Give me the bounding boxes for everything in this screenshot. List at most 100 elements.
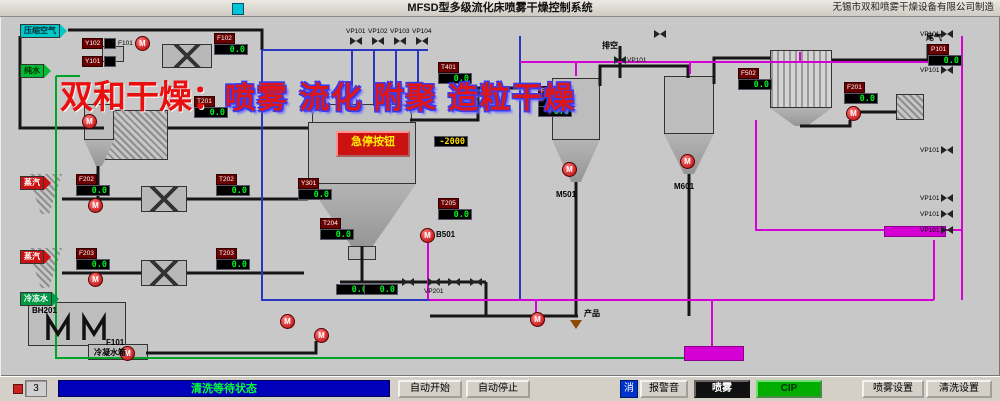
valve-label: VP101 [920,226,940,234]
label-尾气: 尾气 [926,33,942,42]
valve-icon [940,226,953,235]
pump-icon: M [530,312,545,327]
valve-vp101[interactable]: VP101 [920,226,953,235]
valve-label: VP101 [920,146,940,154]
title-bar: MFSD型多级流化床喷雾干燥控制系统 无锡市双和喷雾干燥设备有限公司制造 [0,0,1000,17]
display-label: F501 [538,86,559,97]
spray-settings-button[interactable]: 喷雾设置 [862,380,924,398]
valve-label: VP201 [424,288,444,295]
stream-label-1: 纯水 [20,64,51,78]
valve-icon [448,278,460,287]
valve-icon [393,37,406,46]
valve-icon [470,278,482,287]
cip-button[interactable]: CIP [756,380,822,398]
stream-arrow-icon [44,64,51,78]
stream-label-2: 蒸汽 [20,176,51,190]
display-label: F201 [844,82,865,93]
label-M601: M601 [674,182,695,191]
valve-vp101[interactable]: VP101 [920,210,953,219]
display-value: 0.0 [844,93,878,104]
valve-vp102[interactable]: VP102 [368,28,388,46]
display-value [104,56,117,67]
valve-icon [940,194,953,203]
pump[interactable]: M [420,228,435,243]
pump-icon: M [846,106,861,121]
pump-icon: M [314,328,329,343]
pump-icon: M [88,272,103,287]
pump-icon: M [134,36,150,51]
spray-button[interactable]: 喷雾 [694,380,750,398]
display: 0.0 [364,284,398,295]
valve[interactable] [654,30,667,39]
pump[interactable]: M [280,314,295,329]
pump[interactable]: M [88,198,103,213]
valve-label: VP101 [346,28,366,35]
alarm-sound-button[interactable]: 报警音 [640,380,688,398]
display-value: -2000 [434,136,468,147]
mute-button[interactable]: 消 [620,380,638,398]
display-value: 0.0 [364,284,398,295]
auto-stop-button[interactable]: 自动停止 [466,380,530,398]
display-label: Y301 [298,178,320,189]
stream-label-4: 冷冻水 [20,292,59,306]
bag-filter [770,50,832,108]
pump-icon: M [82,114,97,129]
label-M501: M501 [556,190,577,199]
pump[interactable]: M [562,162,577,177]
valve-icon [940,210,953,219]
display-value: 0.0 [928,55,962,66]
valve-vp101[interactable]: VP101 [920,30,953,39]
pump[interactable]: M [82,114,97,129]
stream-label-text: 冷冻水 [20,292,52,306]
stream-label-text: 压缩空气 [20,24,60,38]
valve-vp101[interactable]: VP101 [346,28,366,46]
stream-label-text: 纯水 [20,64,44,78]
stream-label-text: 蒸汽 [20,250,44,264]
pump-icon: M [280,314,295,329]
valve-vp101[interactable]: VP101 [920,66,953,75]
status-bar: 清洗等待状态 [58,380,390,397]
pump[interactable]: M [680,154,695,169]
pump[interactable]: M [846,106,861,121]
valve[interactable] [402,278,415,287]
valve-vp201[interactable]: VP201 [424,278,444,296]
valve-vp104[interactable]: VP104 [412,28,432,46]
display-value: 0.0 [438,73,472,84]
valve-icon [402,278,414,287]
counter-display: 3 [25,380,47,397]
valve[interactable] [448,278,461,287]
control-toolbar: 3 清洗等待状态 自动开始自动停止 消报警音喷雾 CIP 喷雾设置清洗设置 [0,376,1000,401]
clean-settings-button[interactable]: 清洗设置 [926,380,992,398]
pump[interactable]: M [314,328,329,343]
display-value: 0.0 [298,189,332,200]
valve-vp103[interactable]: VP103 [390,28,410,46]
display-label: F102 [214,33,235,44]
valve-icon [349,37,362,46]
valve-vp101[interactable]: VP101 [920,194,953,203]
valve-label: VP104 [412,28,432,35]
display-value: 0.0 [538,106,572,117]
pump[interactable]: M [530,312,545,327]
label-BH201: BH201 [32,306,57,315]
valve-vp101[interactable]: VP101 [614,56,647,65]
pump[interactable]: M [88,272,103,287]
display-label: T205 [438,198,459,209]
stream-label-3: 蒸汽 [20,250,51,264]
auto-start-button[interactable]: 自动开始 [398,380,462,398]
valve-vp101[interactable]: VP101 [920,146,953,155]
valve[interactable] [470,278,483,287]
display-label: T201 [194,96,215,107]
display-value: 0.0 [320,229,354,240]
display-value: 0.0 [76,259,110,270]
